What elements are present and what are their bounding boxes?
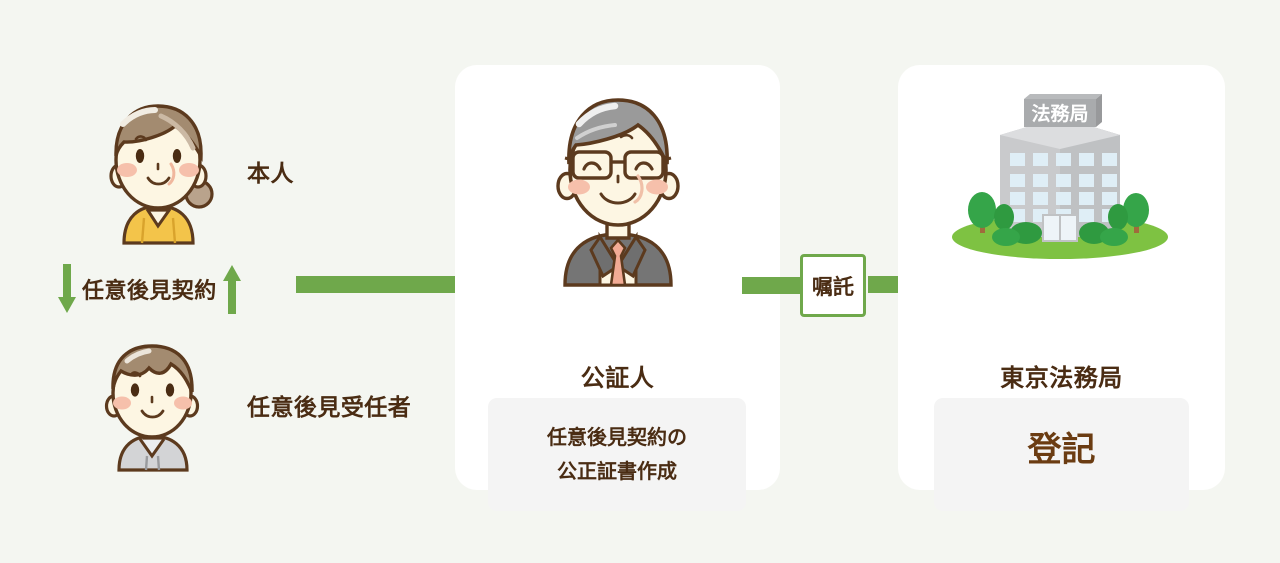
young-man-avatar-icon [95,340,225,472]
card-notary-info-line: 公正証書作成 [557,461,677,483]
card-registry-info-line: 登記 [1027,431,1096,469]
entrustment-arrow-shaft [742,277,800,294]
card-registry: 法務局 [898,65,1225,511]
card-registry-info-box: 登記 [934,398,1189,511]
entrustment-label-box: 嘱託 [800,254,866,317]
contract-relationship: 任意後見契約 [58,258,288,320]
parties-group: 本人 任意後見契約 [0,0,440,500]
party-proxy-label: 任意後見受任者 [247,394,412,420]
card-notary-title: 公証人 [580,365,655,392]
card-notary-info-box: 任意後見契約の 公正証書作成 [488,398,746,511]
party-principal-label: 本人 [247,159,294,186]
card-notary-info-line: 任意後見契約の [547,427,687,449]
arrow-up-icon [222,264,241,314]
notary-avatar-icon [543,90,693,287]
contract-label: 任意後見契約 [82,278,217,303]
building-sign-text: 法務局 [1031,102,1088,125]
entrustment-label: 嘱託 [812,275,854,299]
party-principal: 本人 [95,98,294,245]
card-notary: 公証人 任意後見契約の 公正証書作成 [455,65,780,511]
legal-affairs-bureau-building-icon: 法務局 [938,87,1183,262]
elderly-woman-avatar-icon [95,98,225,245]
party-proxy: 任意後見受任者 [95,340,412,472]
card-registry-title: 東京法務局 [1000,365,1123,392]
arrow-down-icon [58,264,76,314]
